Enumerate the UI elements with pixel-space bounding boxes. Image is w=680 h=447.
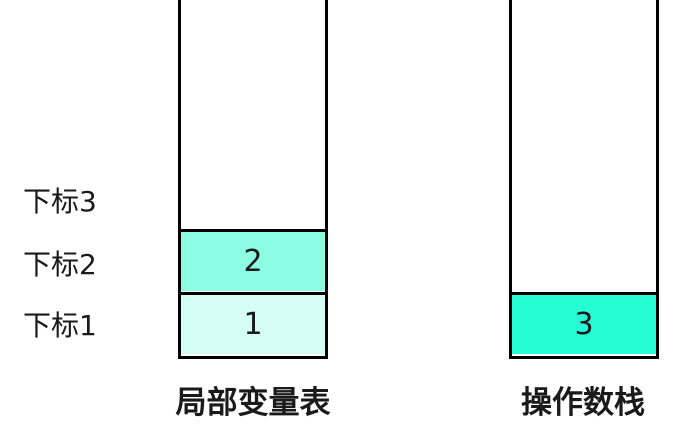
- row-label-index-3: 下标3: [23, 185, 97, 218]
- local-variable-table-box: 2 1: [178, 0, 328, 359]
- operand-stack-box: 3: [509, 0, 659, 359]
- local-variable-slot-1: 1: [181, 292, 325, 354]
- local-variable-slot-1-value: 1: [243, 307, 263, 342]
- local-variable-table-title: 局部变量表: [175, 385, 331, 421]
- operand-stack-title: 操作数栈: [521, 385, 645, 421]
- operand-stack-slot-top: 3: [512, 292, 656, 354]
- local-variable-slot-2: 2: [181, 229, 325, 291]
- local-variable-slot-2-value: 2: [243, 244, 263, 279]
- row-label-index-2: 下标2: [23, 248, 97, 281]
- row-label-index-1: 下标1: [23, 309, 97, 342]
- operand-stack-slot-value: 3: [574, 307, 594, 342]
